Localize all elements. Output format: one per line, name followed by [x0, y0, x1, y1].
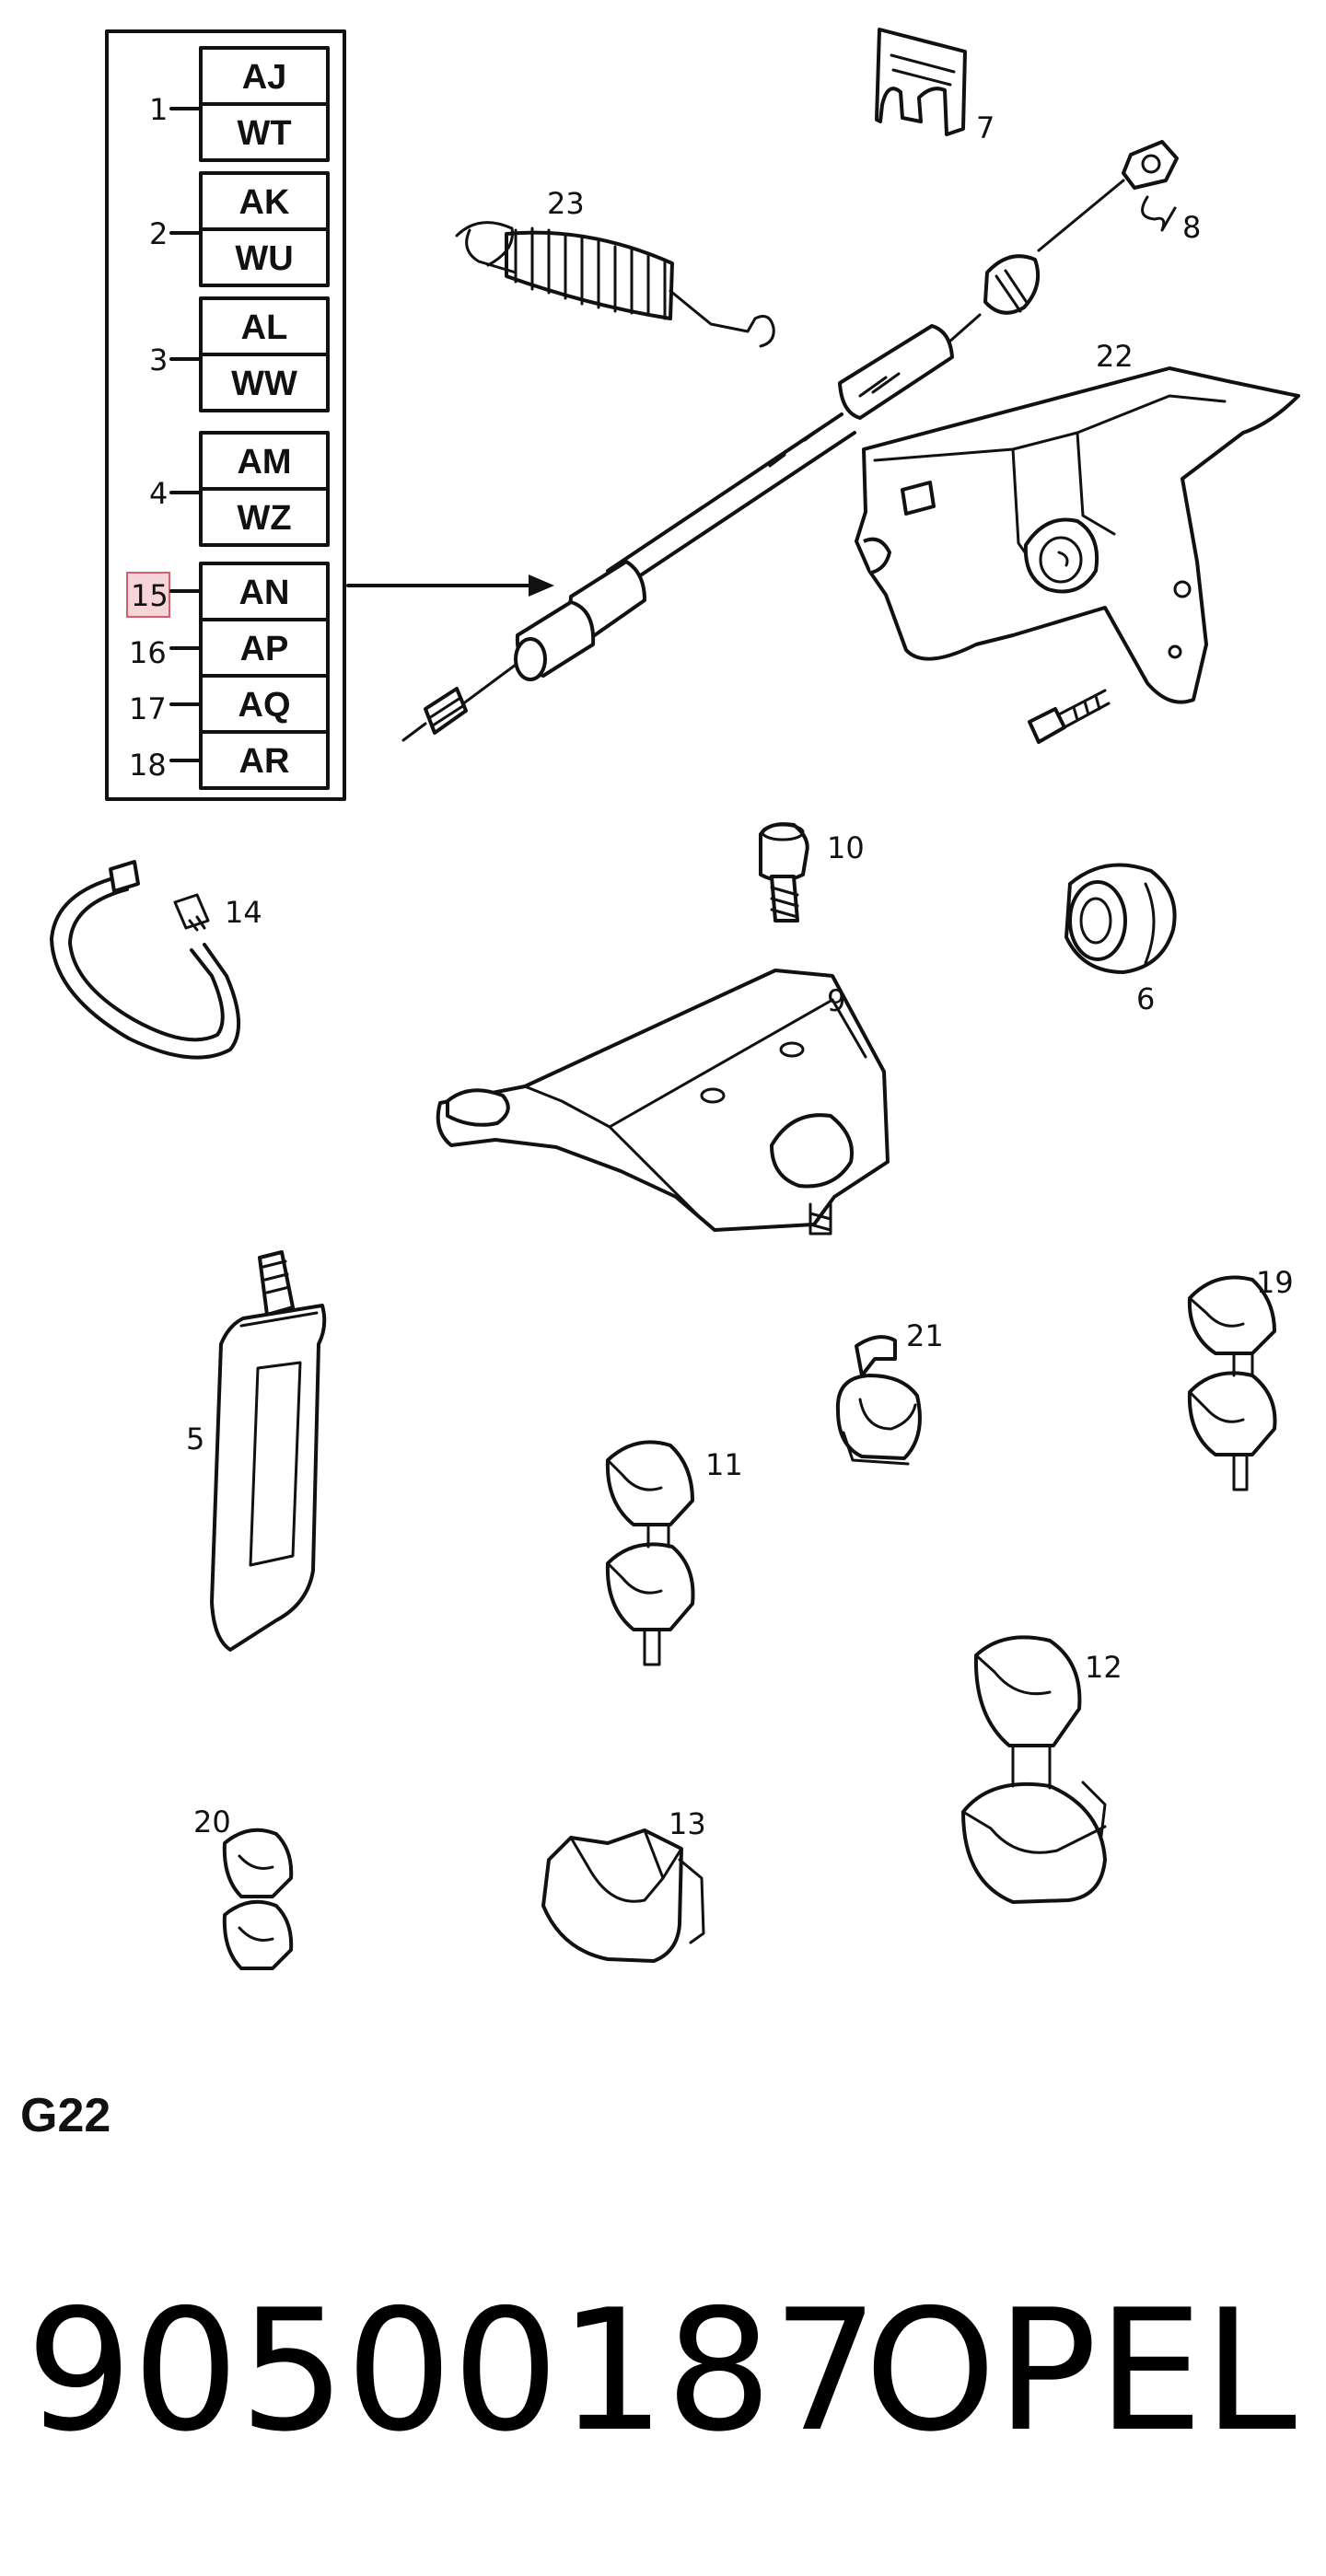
part-12-large-clip: 12: [961, 1635, 1122, 1904]
callout: 22: [1096, 339, 1134, 374]
legend-code: AK: [239, 183, 290, 222]
part-8-cable-end: 8: [1122, 140, 1201, 245]
callout: 23: [547, 186, 585, 221]
legend-code: AR: [239, 742, 290, 781]
callout: 12: [1085, 1650, 1122, 1685]
part-13-tab-clip: 13: [541, 1806, 706, 1963]
part-10-bolt: 10: [759, 822, 865, 922]
legend-number: 4: [149, 476, 168, 511]
legend-number: 1: [149, 92, 168, 127]
part-5-grease-tube: 5: [186, 1250, 327, 1652]
page-code: G22: [20, 2089, 111, 2142]
legend-number: 2: [149, 216, 168, 251]
legend-code: AJ: [242, 58, 287, 97]
part-19-double-clip: 19: [1187, 1265, 1294, 1491]
callout: 9: [827, 983, 845, 1018]
bracket-screw: [1028, 689, 1111, 744]
callout: 21: [906, 1318, 944, 1353]
callout: 7: [976, 110, 994, 145]
legend-number: 16: [129, 635, 167, 670]
callout: 11: [705, 1447, 743, 1482]
footer: 90500187 OPEL: [26, 2274, 1297, 2467]
callout: 20: [193, 1804, 231, 1839]
part-6-grommet: 6: [1064, 863, 1177, 1016]
part-number: 90500187: [26, 2273, 879, 2468]
legend-code: AN: [239, 574, 290, 612]
part-20-small-clip: 20: [193, 1804, 294, 1970]
legend-code: WU: [235, 239, 293, 278]
legend-code: WT: [237, 114, 291, 153]
callout: 10: [827, 830, 865, 865]
callout: 6: [1136, 981, 1155, 1016]
legend-number: 18: [129, 748, 167, 783]
legend-number: 15: [131, 578, 169, 613]
callout: 13: [669, 1806, 706, 1841]
cable-assembly: [401, 179, 1125, 742]
part-14-hose-clamp: 14: [50, 860, 262, 1060]
legend-code: WW: [231, 365, 297, 403]
part-7-clip: 7: [875, 28, 994, 145]
part-23-spring: 23: [455, 186, 775, 348]
callout: 14: [225, 895, 262, 930]
legend-number: 17: [129, 691, 167, 726]
legend-frame: [105, 29, 346, 801]
callout: 19: [1256, 1265, 1294, 1300]
part-22-bracket: 22: [855, 339, 1300, 704]
legend-highlight: [126, 572, 170, 618]
part-11-double-clip: 11: [605, 1440, 743, 1666]
parts-diagram: 1 AJ WT 2 AK WU 3 AL WW 4 AM WZ 15: [50, 28, 1300, 1970]
legend-number: 3: [149, 342, 168, 377]
callout: 8: [1182, 210, 1201, 245]
callout: 5: [186, 1421, 204, 1456]
brand-name: OPEL: [864, 2273, 1297, 2468]
legend-code: AQ: [238, 686, 291, 725]
legend-code: AP: [240, 630, 289, 668]
part-21-clip: 21: [835, 1318, 944, 1466]
legend-code: AL: [241, 308, 288, 347]
legend-code: AM: [237, 443, 291, 482]
part-9-plate: 9: [436, 969, 890, 1236]
variant-legend: 1 AJ WT 2 AK WU 3 AL WW 4 AM WZ 15: [105, 29, 554, 801]
legend-code: WZ: [237, 499, 291, 538]
